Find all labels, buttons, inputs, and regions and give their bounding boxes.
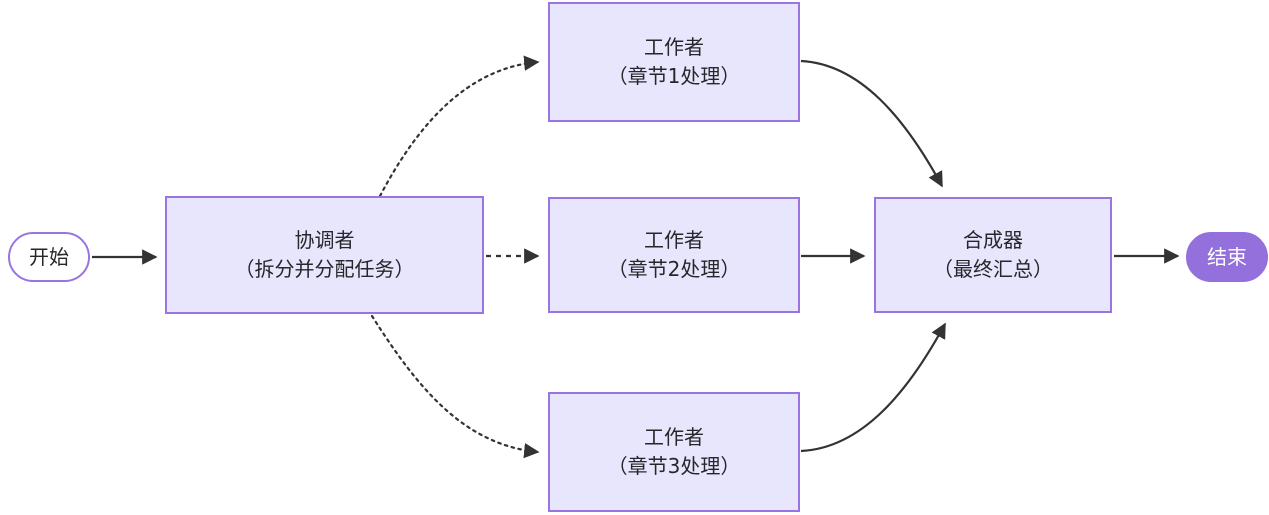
worker-3-node-label-line-2: （章节3处理） — [607, 454, 741, 478]
edge-worker-3-to-synthesizer — [800, 322, 946, 453]
worker-2-node[interactable]: 工作者 （章节2处理） — [548, 197, 800, 313]
synthesizer-node-label-line-1: 合成器 — [963, 228, 1023, 252]
end-node[interactable]: 结束 — [1186, 232, 1268, 282]
worker-3-node[interactable]: 工作者 （章节3处理） — [548, 392, 800, 512]
worker-1-node-label-line-1: 工作者 — [644, 35, 704, 59]
edge-worker-1-to-synthesizer — [800, 59, 943, 188]
coordinator-node-label-line-1: 协调者 — [294, 228, 355, 252]
synthesizer-node-label-line-2: （最终汇总） — [933, 257, 1053, 281]
worker-2-node-label-line-1: 工作者 — [644, 228, 704, 252]
worker-1-node[interactable]: 工作者 （章节1处理） — [548, 2, 800, 122]
coordinator-node-label-line-2: （拆分并分配任务） — [234, 257, 415, 281]
worker-3-node-label-line-1: 工作者 — [644, 425, 704, 449]
edge-coordinator-to-worker-3 — [370, 314, 540, 459]
start-node-label-line-1: 开始 — [29, 244, 69, 269]
edge-coordinator-to-worker-1 — [378, 55, 540, 198]
synthesizer-node[interactable]: 合成器 （最终汇总） — [874, 197, 1112, 313]
coordinator-node[interactable]: 协调者 （拆分并分配任务） — [165, 196, 484, 314]
worker-1-node-label-line-2: （章节1处理） — [607, 64, 741, 88]
worker-2-node-label-line-2: （章节2处理） — [607, 257, 741, 281]
end-node-label-line-1: 结束 — [1207, 244, 1247, 269]
start-node[interactable]: 开始 — [8, 232, 90, 282]
